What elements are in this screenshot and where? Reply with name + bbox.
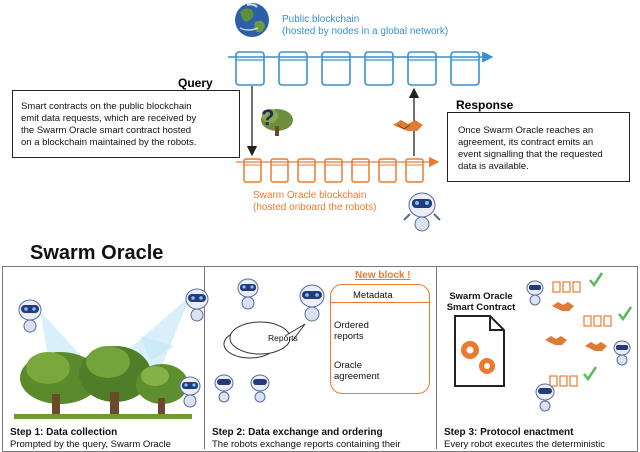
response-text-line: event signalling that the requested bbox=[458, 149, 603, 160]
robot-icon bbox=[526, 280, 544, 306]
smart-contract-icon bbox=[454, 315, 505, 387]
ordered-reports-line: Ordered bbox=[334, 320, 369, 331]
robot-icon bbox=[214, 374, 234, 403]
oracle-agreement-label: Oracle agreement bbox=[334, 360, 379, 382]
question-tree-icon: ? bbox=[261, 105, 293, 136]
query-text-line: emit data requests, which are received b… bbox=[21, 113, 197, 124]
section-title: Swarm Oracle bbox=[30, 242, 164, 264]
ordered-reports-label: Ordered reports bbox=[334, 320, 369, 342]
mini-chain-icon bbox=[552, 272, 604, 293]
robot-icon bbox=[185, 288, 209, 322]
panel-divider bbox=[436, 266, 437, 449]
public-chain-subtitle: (hosted by nodes in a global network) bbox=[282, 26, 449, 37]
oracle-chain-subtitle: (hosted onboard the robots) bbox=[253, 202, 377, 213]
step1-title: Step 1: Data collection bbox=[10, 427, 118, 438]
query-text-line: the Swarm Oracle smart contract hosted bbox=[21, 125, 192, 136]
robot-icon bbox=[250, 374, 270, 403]
step1-text: Prompted by the query, Swarm Oracle bbox=[10, 439, 171, 450]
robot-icon bbox=[535, 383, 555, 412]
handshake-icon bbox=[393, 120, 423, 131]
robot-icon bbox=[18, 299, 42, 333]
swarm-oracle-illustration bbox=[14, 272, 633, 419]
robot-icon bbox=[613, 340, 631, 366]
handshake-icon bbox=[552, 302, 574, 311]
robot-icon bbox=[403, 192, 441, 232]
tree-icon bbox=[14, 346, 192, 419]
metadata-divider bbox=[330, 302, 430, 303]
response-text-line: data is available. bbox=[458, 161, 529, 172]
robot-icon bbox=[299, 284, 325, 322]
contract-title-line: Swarm Oracle bbox=[449, 291, 513, 302]
query-text-line: on a blockchain maintained by the robots… bbox=[21, 137, 197, 148]
response-title: Response bbox=[452, 98, 518, 112]
step3-title: Step 3: Protocol enactment bbox=[444, 427, 574, 438]
mini-chain-icon bbox=[549, 366, 598, 387]
contract-title-line: Smart Contract bbox=[446, 302, 516, 313]
step2-text: The robots exchange reports containing t… bbox=[212, 439, 401, 450]
contract-title: Swarm Oracle Smart Contract bbox=[440, 291, 522, 313]
response-callout: Once Swarm Oracle reaches an agreement, … bbox=[447, 112, 630, 182]
query-title: Query bbox=[174, 76, 217, 90]
handshake-icon bbox=[545, 336, 567, 345]
step3-text: Every robot executes the deterministic bbox=[444, 439, 606, 450]
handshake-icon bbox=[585, 342, 607, 351]
reports-bubble-label: Reports bbox=[268, 333, 298, 343]
oracle-chain-blocks bbox=[236, 156, 440, 183]
response-text-line: agreement, its contract emits an bbox=[458, 137, 594, 148]
blockchain-diagram: ? bbox=[228, 3, 494, 232]
query-callout: Smart contracts on the public blockchain… bbox=[12, 90, 240, 158]
svg-text:?: ? bbox=[261, 105, 274, 130]
ordered-reports-line: reports bbox=[334, 331, 364, 342]
oracle-agreement-line: Oracle bbox=[334, 360, 362, 371]
response-text-line: Once Swarm Oracle reaches an bbox=[458, 125, 594, 136]
mini-chain-icon bbox=[583, 306, 633, 327]
query-text-line: Smart contracts on the public blockchain bbox=[21, 101, 192, 112]
oracle-chain-label: Swarm Oracle blockchain (hosted onboard … bbox=[253, 190, 376, 214]
public-chain-label: Public blockchain (hosted by nodes in a … bbox=[282, 14, 448, 38]
metadata-label: Metadata bbox=[353, 290, 393, 301]
robot-icon bbox=[179, 376, 201, 408]
public-chain-title: Public blockchain bbox=[282, 14, 360, 25]
oracle-agreement-line: agreement bbox=[334, 371, 380, 382]
step2-title: Step 2: Data exchange and ordering bbox=[212, 427, 383, 438]
public-chain-blocks bbox=[228, 51, 494, 86]
new-block-label: New block ! bbox=[355, 270, 411, 281]
globe-icon bbox=[235, 3, 269, 37]
robot-icon bbox=[237, 278, 259, 310]
oracle-chain-title: Swarm Oracle blockchain bbox=[253, 190, 367, 201]
panel-divider bbox=[204, 266, 205, 449]
speech-bubble-icon bbox=[223, 321, 306, 359]
